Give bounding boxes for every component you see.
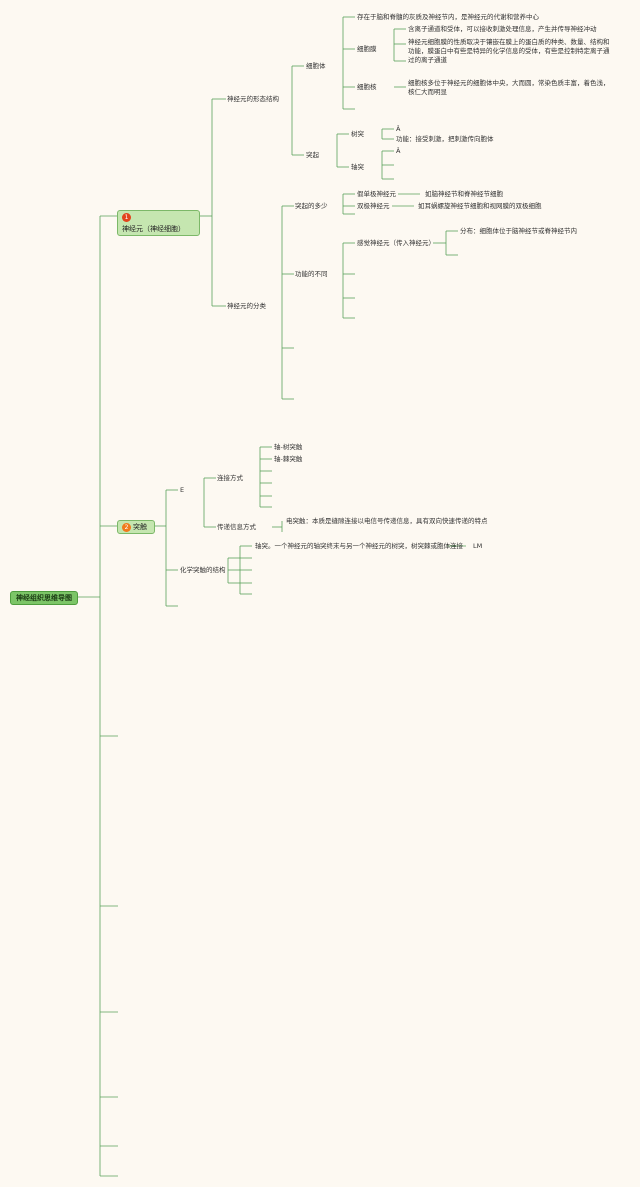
node-sensory-neuron[interactable]: 感觉神经元（传入神经元） bbox=[357, 239, 435, 247]
node-bipolar[interactable]: 双极神经元 bbox=[357, 202, 390, 210]
node-cell-body[interactable]: 细胞体 bbox=[306, 62, 326, 70]
node-e[interactable]: E bbox=[180, 486, 185, 494]
node-chemical-desc: 轴突。一个神经元的轴突终末与另一个神经元的树突，树突棘或胞体连接 bbox=[255, 542, 463, 550]
node-nucleus[interactable]: 细胞核 bbox=[357, 83, 377, 91]
node-axospinous: 轴-棘突触 bbox=[274, 455, 303, 463]
branch-neuron-label: 神经元（神经细胞） bbox=[122, 225, 185, 233]
node-lm: LM bbox=[473, 542, 483, 550]
node-process[interactable]: 突起 bbox=[306, 151, 319, 159]
node-classification[interactable]: 神经元的分类 bbox=[227, 302, 266, 310]
node-pseudounipolar-desc: 如脑神经节和脊神经节细胞 bbox=[425, 190, 503, 198]
node-pseudounipolar[interactable]: 假单极神经元 bbox=[357, 190, 396, 198]
node-dendrite[interactable]: 树突 bbox=[351, 130, 364, 138]
node-axon[interactable]: 轴突 bbox=[351, 163, 364, 171]
branch-neuron[interactable]: 1 神经元（神经细胞） bbox=[117, 210, 200, 236]
node-nucleus-desc: 细胞核多位于神经元的细胞体中央，大而圆，常染色质丰富，着色浅，核仁大而明显 bbox=[408, 79, 610, 96]
node-membrane-desc-1: 含离子通道和受体，可以接收刺激处理信息，产生并传导神经冲动 bbox=[408, 25, 597, 33]
node-cell-body-desc: 存在于脑和脊髓的灰质及神经节内，是神经元的代谢和营养中心 bbox=[357, 13, 539, 21]
node-transmission-mode[interactable]: 传递信息方式 bbox=[217, 523, 256, 531]
node-membrane-desc-2: 神经元细胞膜的性质取决于镶嵌在膜上的蛋白质的种类、数量、结构和功能，膜蛋白中有些… bbox=[408, 38, 610, 64]
node-by-process-count[interactable]: 突起的多少 bbox=[295, 202, 328, 210]
node-dendrite-a: Â bbox=[396, 125, 401, 133]
node-morphology[interactable]: 神经元的形态结构 bbox=[227, 95, 279, 103]
node-sensory-distribution: 分布：细胞体位于脑神经节或脊神经节内 bbox=[460, 227, 577, 235]
node-bipolar-desc: 如耳蜗螺旋神经节细胞和视网膜的双极细胞 bbox=[418, 202, 542, 210]
node-electrical-synapse: 电突触：本质是缝隙连接以电信号传递信息，具有双向快速传递的特点 bbox=[286, 517, 488, 525]
node-axon-a: Â bbox=[396, 147, 401, 155]
node-connection-type[interactable]: 连接方式 bbox=[217, 474, 243, 482]
node-dendrite-function: 功能：接受刺激，把刺激传向胞体 bbox=[396, 135, 494, 143]
node-axodendritic: 轴-树突触 bbox=[274, 443, 303, 451]
badge-2: 2 bbox=[122, 523, 131, 532]
branch-synapse-label: 突触 bbox=[133, 523, 147, 531]
node-by-function[interactable]: 功能的不同 bbox=[295, 270, 328, 278]
node-chemical-synapse[interactable]: 化学突触的结构 bbox=[180, 566, 226, 574]
badge-1: 1 bbox=[122, 213, 131, 222]
node-membrane[interactable]: 细胞膜 bbox=[357, 45, 377, 53]
root-node[interactable]: 神经组织思维导图 bbox=[10, 591, 78, 605]
